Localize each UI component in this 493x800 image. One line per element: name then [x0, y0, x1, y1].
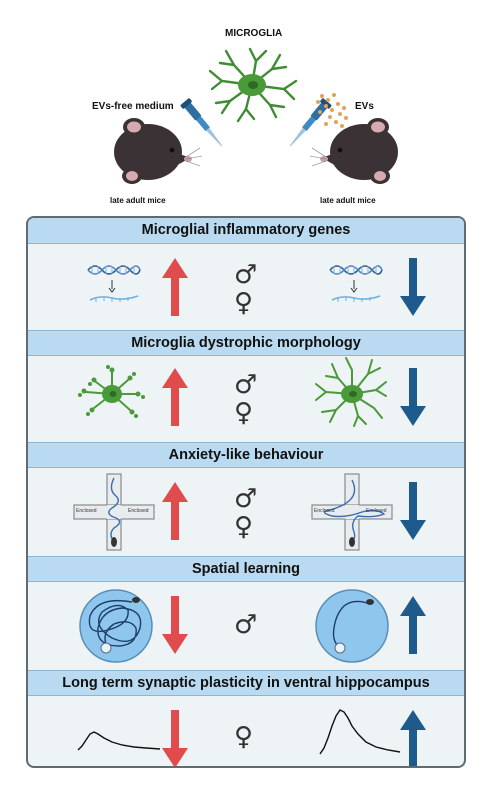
maze-arm-label: Enclosed — [366, 508, 387, 514]
red-up-arrow-icon — [162, 368, 188, 426]
maze-arm-label: Enclosed — [76, 508, 97, 514]
red-down-arrow-icon — [162, 596, 188, 654]
ramified-microglia-icon — [315, 357, 387, 427]
blue-down-arrow-icon — [400, 482, 426, 540]
blue-up-arrow-icon — [400, 596, 426, 654]
red-down-arrow-icon — [162, 710, 188, 766]
male-symbol: ♂ — [234, 260, 258, 290]
water-maze-complex-path-icon — [79, 589, 153, 663]
ltp-trace-low-icon — [77, 731, 161, 751]
section-header-inflammatory-genes: Microglial inflammatory genes — [28, 218, 464, 244]
blue-up-arrow-icon — [400, 710, 426, 766]
evs-label: EVs — [355, 101, 374, 112]
male-symbol: ♂ — [234, 484, 258, 514]
left-late-adult-mice-label: late adult mice — [110, 196, 166, 205]
female-symbol: ♀ — [234, 512, 254, 542]
female-symbol: ♀ — [234, 722, 254, 752]
top-illustration — [114, 47, 398, 184]
section-header-synaptic-plasticity: Long term synaptic plasticity in ventral… — [28, 670, 464, 696]
right-mouse-icon — [309, 118, 398, 184]
water-maze-direct-path-icon — [315, 589, 389, 663]
dystrophic-microglia-icon — [78, 365, 145, 418]
male-symbol: ♂ — [234, 610, 258, 640]
findings-panel: Microglial inflammatory genes ♂ ♀ Microg… — [26, 216, 466, 768]
left-mouse-icon — [114, 118, 203, 184]
left-pipette-icon — [180, 98, 223, 147]
female-symbol: ♀ — [234, 288, 254, 318]
microglia-cell-icon — [208, 47, 298, 123]
dna-transcription-icon — [87, 265, 141, 302]
female-symbol: ♀ — [234, 398, 254, 428]
red-up-arrow-icon — [162, 258, 188, 316]
dna-transcription-icon — [329, 265, 383, 302]
evs-particles-icon — [316, 93, 348, 128]
maze-arm-label: Enclosed — [314, 508, 335, 514]
elevated-plus-maze-icon: Enclosed Enclosed — [72, 472, 156, 552]
section-header-dystrophic-morphology: Microglia dystrophic morphology — [28, 330, 464, 356]
red-up-arrow-icon — [162, 482, 188, 540]
blue-down-arrow-icon — [400, 258, 426, 316]
maze-arm-label: Enclosed — [128, 508, 149, 514]
ltp-trace-high-icon — [319, 709, 401, 755]
section-header-spatial-learning: Spatial learning — [28, 556, 464, 582]
elevated-plus-maze-icon: Enclosed Enclosed — [310, 472, 394, 552]
section-header-anxiety-behaviour: Anxiety-like behaviour — [28, 442, 464, 468]
microglia-label: MICROGLIA — [225, 28, 283, 39]
evs-free-medium-label: EVs-free medium — [92, 101, 174, 112]
right-late-adult-mice-label: late adult mice — [320, 196, 376, 205]
blue-down-arrow-icon — [400, 368, 426, 426]
male-symbol: ♂ — [234, 370, 258, 400]
